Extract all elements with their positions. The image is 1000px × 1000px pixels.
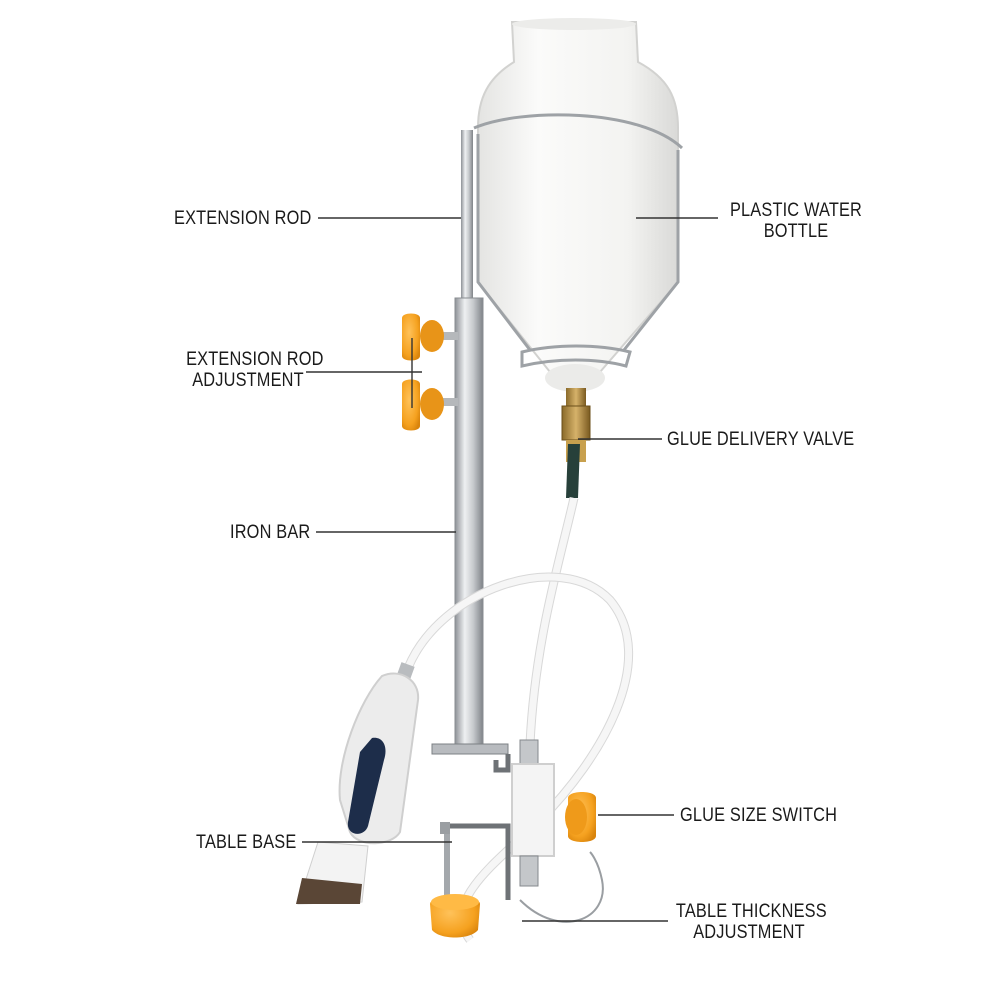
label-extension-rod-adjustment-line2: ADJUSTMENT bbox=[192, 370, 304, 391]
label-table-thickness-adjustment: TABLE THICKNESS ADJUSTMENT bbox=[675, 901, 827, 943]
label-plastic-water-bottle-line1: PLASTIC WATER bbox=[729, 200, 863, 221]
label-plastic-water-bottle: PLASTIC WATER BOTTLE bbox=[727, 200, 865, 242]
bar-foot-plate bbox=[431, 743, 509, 755]
table-base bbox=[440, 754, 511, 900]
label-table-thickness-adjustment-line2: ADJUSTMENT bbox=[693, 922, 805, 943]
plastic-water-bottle bbox=[477, 18, 679, 392]
iron-bar bbox=[454, 297, 484, 747]
label-extension-rod: EXTENSION ROD bbox=[174, 208, 312, 229]
extension-rod bbox=[461, 130, 473, 300]
label-iron-bar: IRON BAR bbox=[230, 522, 311, 543]
label-extension-rod-adjustment: EXTENSION ROD ADJUSTMENT bbox=[186, 349, 324, 391]
label-table-base: TABLE BASE bbox=[196, 832, 297, 853]
glue-size-switch bbox=[511, 739, 596, 887]
label-glue-delivery-valve: GLUE DELIVERY VALVE bbox=[667, 429, 855, 450]
label-extension-rod-adjustment-line1: EXTENSION ROD bbox=[186, 349, 324, 370]
brush-applicator bbox=[296, 662, 420, 905]
bottle-holder-cage bbox=[473, 113, 684, 368]
glue-delivery-valve bbox=[561, 388, 591, 498]
table-thickness-adjustment bbox=[430, 834, 604, 938]
label-plastic-water-bottle-line2: BOTTLE bbox=[763, 221, 829, 242]
glue-tubes bbox=[403, 497, 633, 943]
extension-rod-adjustment-knobs bbox=[402, 313, 458, 431]
label-table-thickness-adjustment-line1: TABLE THICKNESS bbox=[675, 901, 827, 922]
leader-lines bbox=[302, 217, 718, 922]
label-glue-size-switch: GLUE SIZE SWITCH bbox=[680, 805, 838, 826]
